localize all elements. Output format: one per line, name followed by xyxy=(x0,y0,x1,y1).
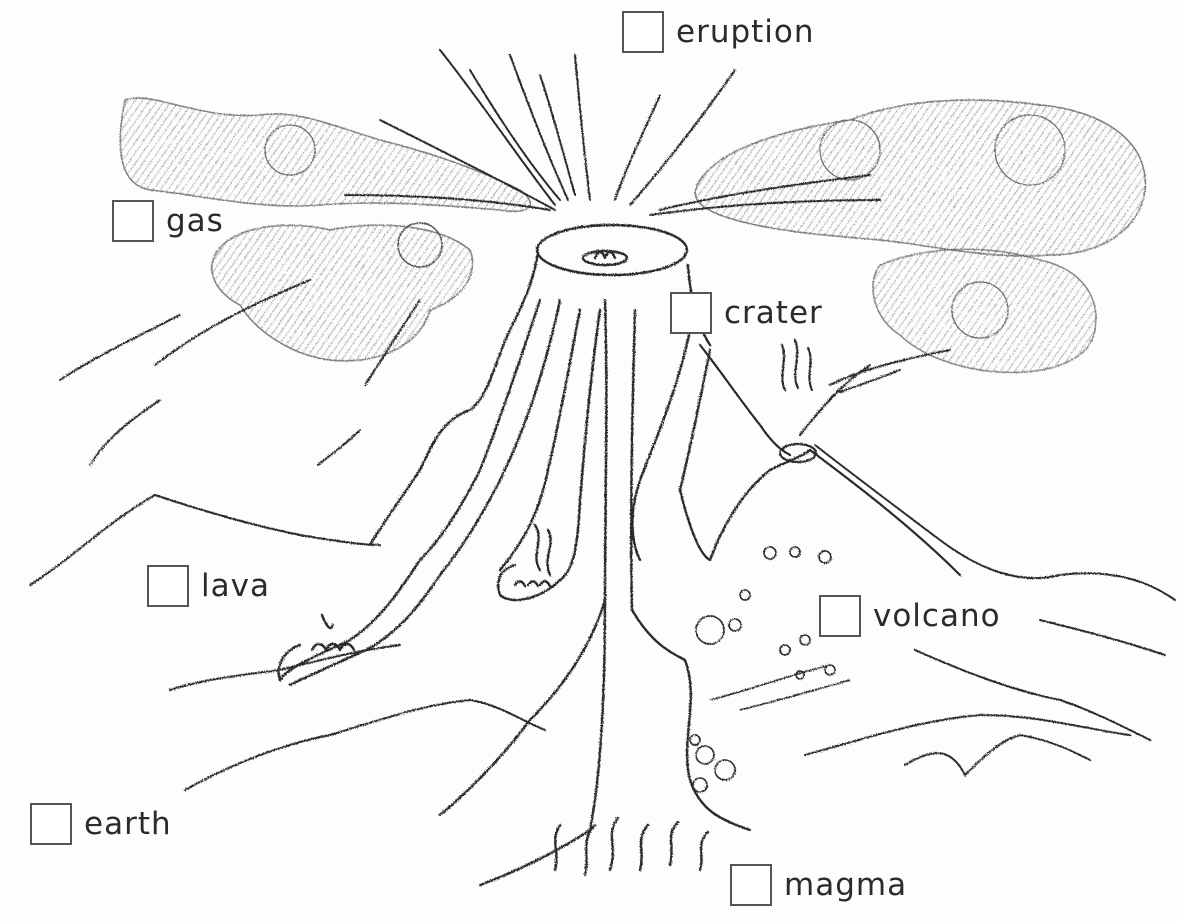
rocks xyxy=(690,547,850,792)
label-crater: crater xyxy=(670,290,823,336)
checkbox-magma[interactable] xyxy=(730,864,772,906)
label-crater-text: crater xyxy=(724,295,823,331)
label-eruption: eruption xyxy=(622,9,815,55)
label-eruption-text: eruption xyxy=(676,14,815,50)
label-magma: magma xyxy=(730,862,907,908)
checkbox-gas[interactable] xyxy=(112,200,154,242)
label-earth: earth xyxy=(30,801,172,847)
background-hills xyxy=(30,445,1175,790)
cloud-right-bottom xyxy=(873,249,1096,372)
label-volcano-text: volcano xyxy=(873,598,1001,634)
cloud-left-bottom xyxy=(212,225,473,361)
checkbox-volcano[interactable] xyxy=(819,595,861,637)
label-magma-text: magma xyxy=(784,867,907,903)
checkbox-earth[interactable] xyxy=(30,803,72,845)
checkbox-crater[interactable] xyxy=(670,292,712,334)
label-lava-text: lava xyxy=(201,568,270,604)
gas-clouds xyxy=(120,98,1145,372)
cloud-right-top xyxy=(695,100,1145,256)
label-gas: gas xyxy=(112,198,224,244)
label-lava: lava xyxy=(147,563,270,609)
label-gas-text: gas xyxy=(166,203,224,239)
label-earth-text: earth xyxy=(84,806,172,842)
cloud-left-top xyxy=(120,98,530,211)
checkbox-lava[interactable] xyxy=(147,565,189,607)
checkbox-eruption[interactable] xyxy=(622,11,664,53)
label-volcano: volcano xyxy=(819,593,1001,639)
